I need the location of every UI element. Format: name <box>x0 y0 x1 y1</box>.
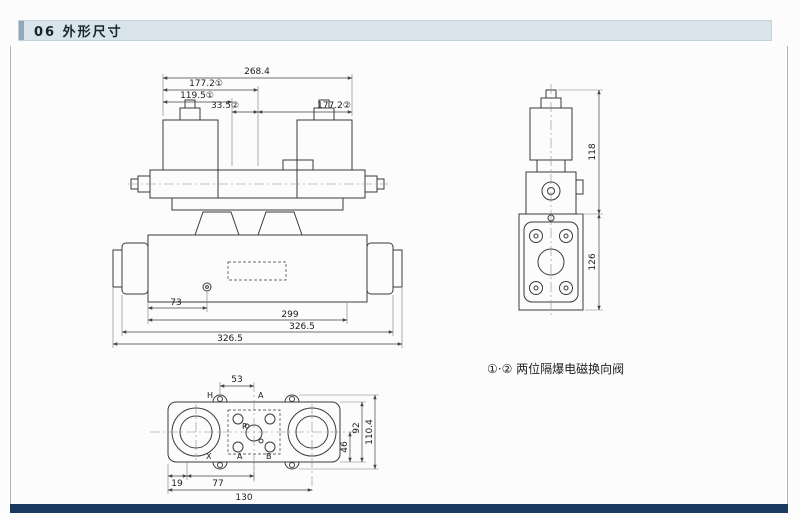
front-view-drawing <box>112 99 403 303</box>
port-label-b: B <box>266 452 272 461</box>
front-view-dimensions: 268.4 177.2① 119.5① 33.5② 177.2② 73 299 … <box>112 67 403 348</box>
dim-177-2-2: 177.2② <box>317 101 351 111</box>
port-label-p: P <box>242 422 247 431</box>
dim-77: 77 <box>212 479 223 489</box>
dim-overall-width: 268.4 <box>244 67 270 77</box>
dim-119-5: 119.5① <box>180 91 214 101</box>
port-label-a-top: A <box>258 391 264 400</box>
dim-118: 118 <box>588 143 598 160</box>
page-frame-left <box>10 46 11 505</box>
section-header: 06 外形尺寸 <box>18 20 772 41</box>
dim-46: 46 <box>340 441 350 453</box>
side-view-drawing <box>518 84 584 316</box>
dim-53: 53 <box>231 375 242 385</box>
dim-326-5-a: 326.5 <box>289 322 315 332</box>
port-label-x: X <box>206 452 212 461</box>
dim-19: 19 <box>171 479 183 489</box>
dim-126: 126 <box>588 253 598 270</box>
dim-177-2-1: 177.2① <box>189 79 223 89</box>
footnote-text: ①·② 两位隔爆电磁换向阀 <box>487 362 625 376</box>
dim-92: 92 <box>352 422 362 433</box>
dim-299: 299 <box>281 310 298 320</box>
dim-73: 73 <box>170 298 181 308</box>
page-frame-right <box>787 46 788 505</box>
bottom-view-dimensions: 53 46 92 110.4 19 77 130 <box>167 375 379 503</box>
section-title: 06 外形尺寸 <box>34 25 123 40</box>
header-accent-block <box>19 21 24 40</box>
dim-130: 130 <box>235 493 252 503</box>
dim-326-5-b: 326.5 <box>217 334 243 344</box>
dim-33-5: 33.5② <box>211 101 239 111</box>
port-label-h: H <box>207 391 213 400</box>
bottom-view-labels: H A X A B P <box>206 391 272 461</box>
side-view-dimensions: 118 126 <box>558 89 603 311</box>
port-label-a: A <box>237 452 243 461</box>
footer-bar <box>10 504 788 513</box>
dim-110-4: 110.4 <box>365 419 375 445</box>
